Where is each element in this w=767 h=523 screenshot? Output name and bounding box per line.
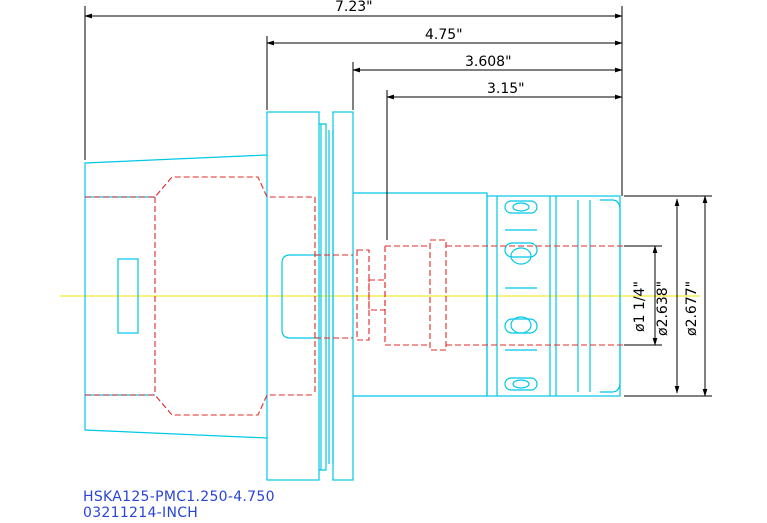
title-block: HSKA125-PMC1.250-4.750 03211214-INCH: [83, 489, 275, 521]
drawing-id: 03211214-INCH: [83, 505, 199, 521]
dim-overall-length-label: 7.23": [335, 0, 373, 15]
body: [353, 192, 488, 397]
taper-shank: [84, 154, 268, 439]
dim-gauge-length-label: 4.75": [425, 27, 463, 43]
dim-bore-diameter-label: ø1 1/4": [632, 281, 648, 332]
dim-flange-to-end-label: 3.608": [465, 54, 512, 70]
coolant-tube: [281, 254, 318, 339]
dim-body-length-label: 3.15": [487, 81, 525, 97]
tool-holder-outline: [84, 111, 621, 481]
flange: [266, 111, 320, 481]
dim-nose-outer-label: ø2.677": [684, 281, 700, 336]
dimension-lines: [84, 6, 712, 397]
drive-slot: [117, 258, 139, 334]
v-groove: [319, 123, 327, 471]
bearing-balls: [504, 200, 538, 391]
dim-nose-inner-label: ø2.638": [655, 281, 671, 336]
rear-collar: [332, 111, 354, 481]
part-number: HSKA125-PMC1.250-4.750: [83, 489, 275, 505]
hidden-lines: [85, 176, 650, 416]
